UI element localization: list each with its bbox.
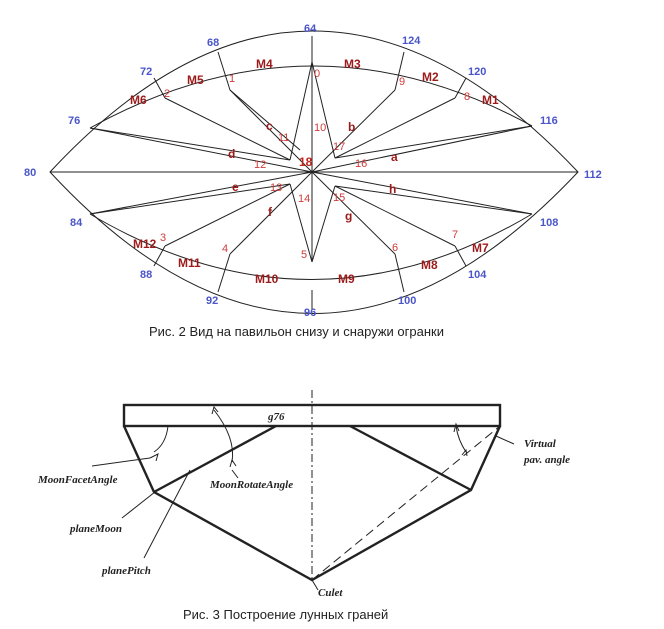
index-label: 100	[398, 295, 416, 307]
facet-letter: c	[266, 119, 273, 133]
culet-label: 18	[299, 155, 313, 169]
index-label: 68	[207, 37, 219, 49]
leader-lines	[91, 435, 515, 591]
virtual-pavilion-line	[311, 425, 501, 581]
inner-index-labels: 10 11 12 13 14 15 16 17 18	[254, 122, 367, 205]
virtual-angle-arc	[455, 425, 467, 453]
main-label: M9	[338, 272, 355, 286]
inner-label: 13	[270, 182, 282, 194]
facet-letter: a	[391, 150, 398, 164]
main-label: M5	[187, 73, 204, 87]
girdle-label: 1	[229, 73, 235, 85]
girdle-label: 4	[222, 243, 228, 255]
facet-letter: b	[348, 120, 355, 134]
index-label: 76	[68, 115, 80, 127]
main-label: M4	[256, 57, 273, 71]
girdle-label: 5	[301, 249, 307, 261]
main-label: M12	[133, 237, 157, 251]
girdle-label: 7	[452, 229, 458, 241]
index-label: 124	[402, 35, 421, 47]
index-label: 120	[468, 66, 486, 78]
label-g76: g76	[267, 411, 285, 423]
angle-arrows	[149, 405, 468, 468]
index-label: 72	[140, 66, 152, 78]
label-virtual: Virtual	[524, 438, 557, 450]
inner-label: 11	[278, 132, 289, 144]
index-label: 112	[584, 169, 602, 181]
moon-facet-line	[349, 424, 472, 492]
moon-facet-angle-arc	[153, 425, 169, 453]
facet-letters: a b c d e f g h	[228, 119, 398, 223]
moon-rotate-angle-arc	[213, 409, 234, 463]
index-label: 116	[540, 115, 558, 127]
facet-letter: f	[268, 205, 273, 219]
facet-letter: e	[232, 180, 239, 194]
main-label: M11	[178, 256, 201, 270]
girdle-label: 0	[314, 68, 320, 80]
main-label: M8	[421, 258, 438, 272]
inner-label: 10	[314, 122, 326, 134]
moon-facet-line	[153, 424, 277, 494]
facet-lines-bottom	[89, 171, 533, 293]
label-moon-rotate-angle: MoonRotateAngle	[209, 479, 293, 491]
inner-label: 16	[355, 158, 367, 170]
girdle-label: 2	[164, 88, 170, 100]
index-label: 80	[24, 167, 36, 179]
inner-label: 17	[333, 141, 345, 153]
figure-3-moon-construction: g76 Virtual pav. angle MoonFacetAngle Mo…	[37, 390, 570, 622]
girdle-index-labels: 0 1 2 3 4 5 6 7 8 9	[160, 68, 470, 261]
main-label: M6	[130, 93, 147, 107]
label-pav-angle: pav. angle	[523, 454, 570, 466]
figure-2-caption: Рис. 2 Вид на павильон снизу и снаружи о…	[149, 324, 444, 339]
facet-letter: h	[389, 182, 396, 196]
label-plane-pitch: planePitch	[101, 565, 151, 577]
girdle-label: 6	[392, 242, 398, 254]
inner-label: 14	[298, 193, 310, 205]
index-label: 104	[468, 269, 487, 281]
main-facet-labels: M1 M2 M3 M4 M5 M6 M7 M8 M9 M10 M11 M12	[130, 57, 499, 286]
girdle-label: 8	[464, 91, 470, 103]
index-label: 88	[140, 269, 152, 281]
facet-letter: d	[228, 147, 235, 161]
girdle-label: 9	[399, 76, 405, 88]
main-label: M7	[472, 241, 489, 255]
index-label: 84	[70, 217, 83, 229]
main-label: M1	[482, 93, 499, 107]
facet-letter: g	[345, 209, 352, 223]
girdle-label: 3	[160, 232, 166, 244]
label-plane-moon: planeMoon	[69, 523, 122, 535]
main-label: M3	[344, 57, 361, 71]
index-label: 96	[304, 307, 316, 319]
inner-label: 15	[333, 192, 345, 204]
figure-3-caption: Рис. 3 Построение лунных граней	[183, 607, 388, 622]
main-label: M2	[422, 70, 439, 84]
label-culet: Culet	[318, 587, 343, 599]
index-label: 64	[304, 23, 317, 35]
main-label: M10	[255, 272, 279, 286]
facet-lines-top	[89, 51, 533, 173]
inner-label: 12	[254, 159, 266, 171]
index-label: 92	[206, 295, 218, 307]
label-moon-facet-angle: MoonFacetAngle	[37, 474, 118, 486]
outer-index-labels: 64 124 120 116 112 108 104 100 96 92 88 …	[24, 23, 602, 319]
index-label: 108	[540, 217, 558, 229]
figure-2-pavilion-view: 64 124 120 116 112 108 104 100 96 92 88 …	[24, 23, 602, 339]
